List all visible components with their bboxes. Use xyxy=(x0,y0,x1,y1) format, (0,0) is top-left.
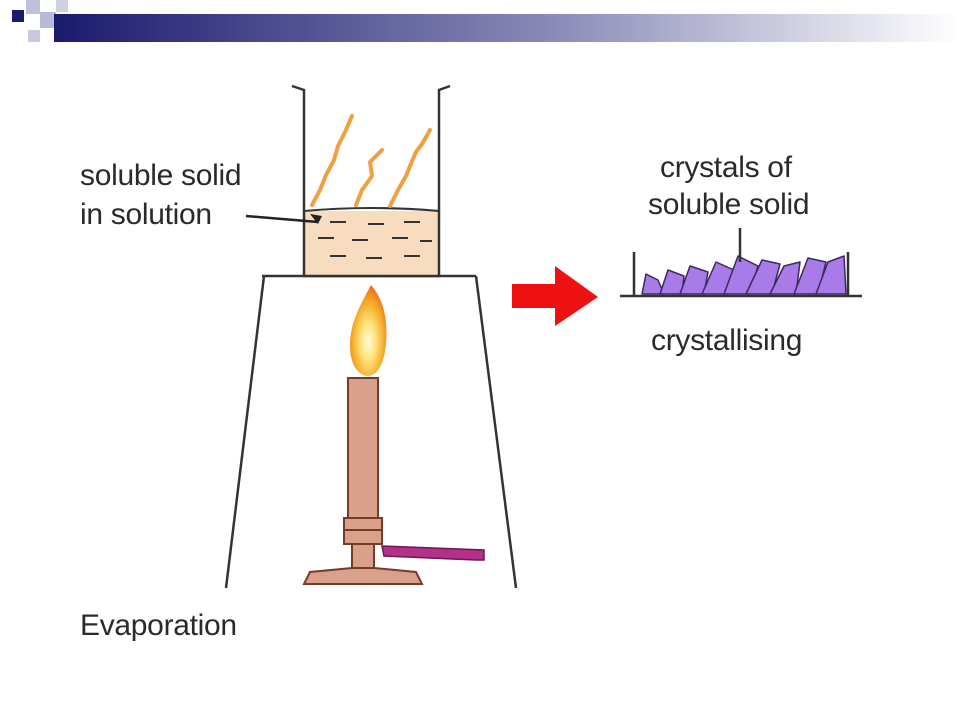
tripod-leg-left xyxy=(224,275,266,589)
crystallising-label: crystallising xyxy=(651,324,803,357)
flame-icon xyxy=(350,285,387,376)
slide-header-bar xyxy=(12,0,960,42)
solution-dashes xyxy=(318,221,432,259)
in-solution-label: in solution xyxy=(80,198,212,231)
solution-pointer-line xyxy=(245,214,319,224)
solution-pointer-tip xyxy=(310,214,322,224)
vapour-wisps xyxy=(310,114,432,208)
crystallising-dish xyxy=(620,228,862,298)
bunsen-burner xyxy=(302,285,485,585)
header-square-dark xyxy=(12,10,24,22)
tripod-leg-right xyxy=(474,275,518,589)
header-square-light-4 xyxy=(56,0,68,12)
header-square-light-3 xyxy=(28,30,40,42)
header-gradient-stripe xyxy=(54,14,960,42)
crystals-pile xyxy=(641,255,847,295)
crystals-of-label: crystals of xyxy=(660,151,792,184)
header-square-light-2 xyxy=(40,12,56,28)
arrow-right-icon xyxy=(512,266,598,326)
crystals-soluble-solid-label: soluble solid xyxy=(648,188,810,221)
soluble-solid-label: soluble solid xyxy=(80,159,242,192)
burner-neck xyxy=(351,543,375,569)
beaker xyxy=(291,84,451,278)
beaker-solution xyxy=(304,211,439,275)
gas-pipe xyxy=(381,545,485,561)
beaker-outline xyxy=(291,84,451,278)
burner-barrel xyxy=(347,377,379,519)
header-square-light-1 xyxy=(26,0,40,14)
evaporation-label: Evaporation xyxy=(80,609,237,642)
burner-base xyxy=(302,567,424,585)
